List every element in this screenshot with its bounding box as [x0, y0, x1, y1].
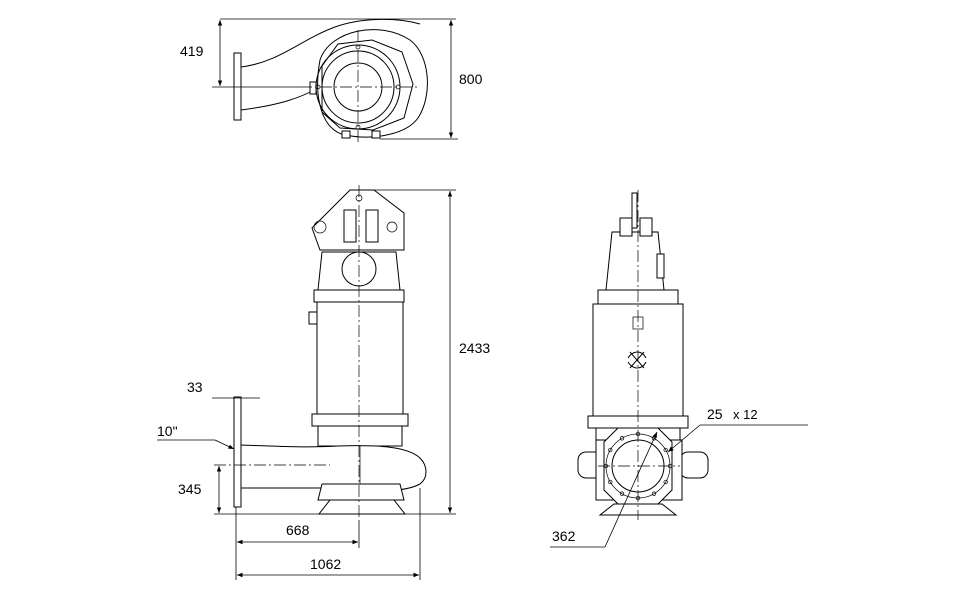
dim-362-leader-angle — [604, 431, 658, 548]
side-brand-logo-icon — [627, 351, 647, 369]
front-view: 2433 33 10" 345 668 1062 — [157, 185, 490, 580]
side-top-cover — [605, 231, 665, 291]
dim-2433-label: 2433 — [459, 340, 490, 356]
dim-1062-label: 1062 — [310, 556, 341, 572]
front-motor-flange — [311, 413, 409, 427]
side-top-lug — [656, 253, 665, 279]
side-volute-right-nozzle — [679, 451, 709, 479]
side-view: 25 x 12 362 — [550, 190, 808, 548]
dim-10in-label: 10" — [157, 423, 178, 439]
dim-holes-count-label: x 12 — [733, 407, 758, 422]
dim-33-label: 33 — [187, 379, 203, 395]
side-bolt-hole — [608, 447, 613, 453]
dim-holes-leader-angle — [667, 424, 701, 453]
top-lug — [341, 130, 351, 139]
dim-419-label: 419 — [180, 43, 204, 59]
dim-362-label: 362 — [552, 528, 576, 544]
side-foot — [598, 503, 678, 516]
side-bracket-plate — [631, 192, 638, 229]
front-stand — [317, 483, 405, 501]
front-lifting-eye — [313, 220, 327, 234]
front-outlet-flange — [233, 396, 242, 508]
side-bolt-hole — [651, 491, 657, 496]
front-seal-housing — [317, 425, 403, 447]
side-bolt-hole — [663, 479, 668, 485]
side-cable-gland — [619, 217, 633, 237]
dim-345-label: 345 — [178, 481, 202, 497]
side-bolt-hole — [608, 479, 613, 485]
dim-668-label: 668 — [286, 522, 310, 538]
top-motor-frame — [321, 39, 414, 131]
front-foot — [317, 499, 407, 515]
top-volute-casing — [317, 29, 428, 138]
front-lifting-eye-right — [386, 221, 398, 233]
front-lifting-bracket — [311, 189, 405, 251]
front-motor-housing — [316, 301, 404, 415]
top-outlet-flange — [233, 52, 242, 121]
dim-800-label: 800 — [459, 71, 483, 87]
side-bolt-hole — [663, 447, 668, 453]
dim-holes-diameter-label: 25 — [707, 406, 723, 422]
top-lug — [371, 130, 381, 139]
dim-10in-leader-angle — [214, 439, 235, 450]
side-cable-gland — [639, 217, 653, 237]
front-junction-box — [308, 311, 318, 325]
front-cable-gland — [343, 209, 357, 243]
side-flange-bolt-holes — [603, 431, 673, 501]
side-bolt-hole — [619, 491, 625, 496]
top-view: 419 800 — [180, 18, 483, 145]
top-lug — [309, 81, 317, 95]
front-cable-gland — [365, 209, 379, 243]
side-bolt-hole — [619, 436, 625, 441]
